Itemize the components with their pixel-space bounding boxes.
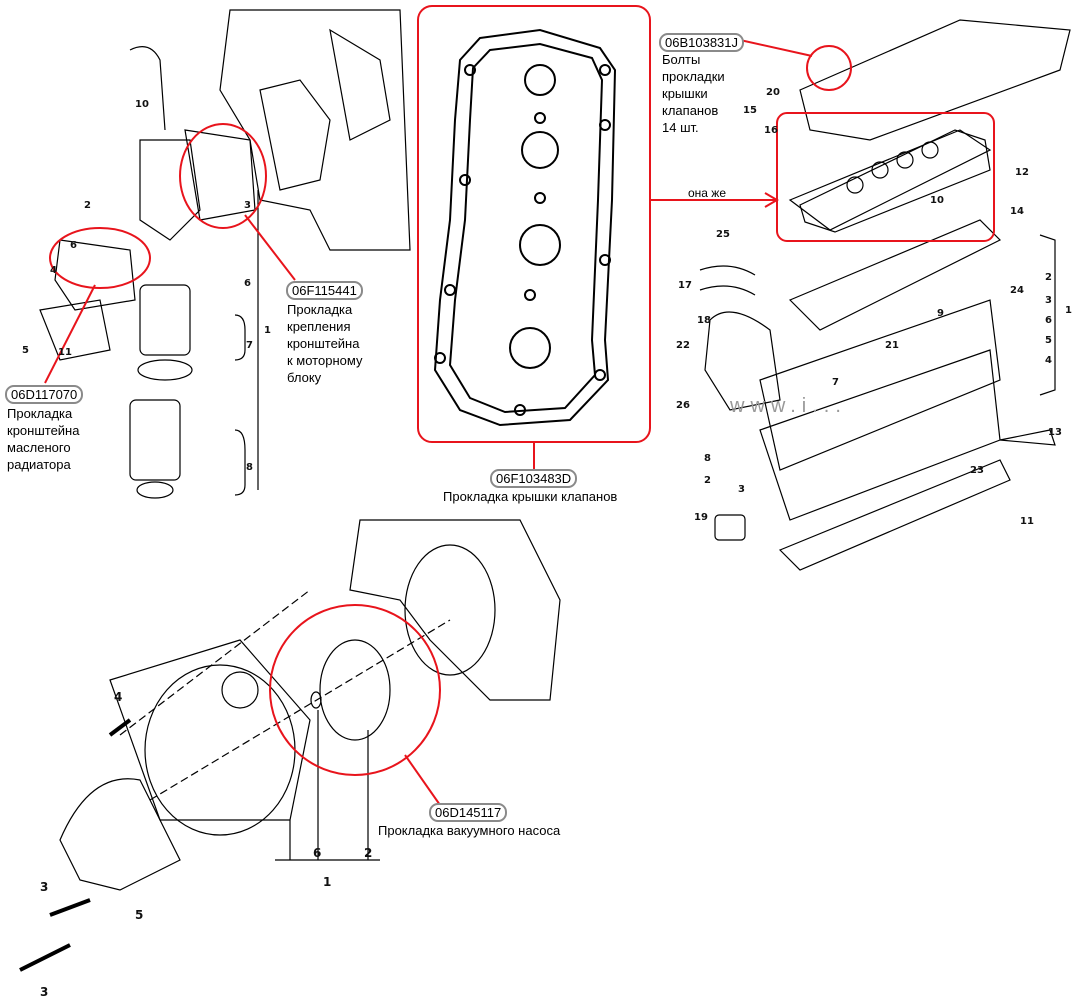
callout: 18 [697, 315, 711, 326]
desc-line: Прокладка [7, 406, 73, 421]
cylinder-head-drawing [699, 19, 1071, 571]
callout: 12 [1015, 167, 1029, 178]
callout: 5 [135, 908, 144, 922]
callout: 16 [764, 125, 778, 136]
oil-cooler-gasket-circle [49, 227, 151, 289]
callout: 2 [704, 475, 711, 486]
desc-line: крепления [287, 319, 351, 334]
callout: 5 [22, 345, 29, 356]
part-number-06D145117[interactable]: 06D145117 [429, 803, 508, 822]
part-number-06B103831J[interactable]: 06B103831J [659, 33, 745, 52]
callout: 21 [885, 340, 899, 351]
callout: 11 [1020, 516, 1034, 527]
callout: 1 [323, 875, 332, 889]
desc-line: 14 шт. [662, 120, 699, 135]
callout: 14 [1010, 206, 1024, 217]
callout: 13 [1048, 427, 1062, 438]
callout: 6 [244, 278, 251, 289]
callout: 2 [84, 200, 91, 211]
callout: 20 [766, 87, 780, 98]
callout: 25 [716, 229, 730, 240]
callout: 5 [1045, 335, 1052, 346]
highlights [44, 5, 995, 806]
desc-line: клапанов [662, 103, 719, 118]
callout: 3 [40, 880, 49, 894]
valve-cover-target-frame [776, 112, 995, 242]
desc-line: масленого [7, 440, 71, 455]
callout: 17 [678, 280, 692, 291]
callout: 10 [135, 99, 149, 110]
callout: 3 [40, 985, 49, 999]
desc-line: блоку [287, 370, 322, 385]
callout: 24 [1010, 285, 1024, 296]
desc-line: Прокладка [287, 302, 353, 317]
part-number-06F103483D[interactable]: 06F103483D [490, 469, 578, 488]
vacuum-pump-description: Прокладка вакуумного насоса [378, 823, 561, 838]
oil-filter-assembly-drawing [39, 9, 411, 499]
desc-line: радиатора [7, 457, 71, 472]
valve-cover-gasket-drawing [433, 28, 617, 427]
gasket-16-outline [799, 129, 991, 233]
valve-cover-description: Прокладка крышки клапанов [443, 489, 618, 504]
same-part-note: она же [688, 186, 727, 200]
desc-line: к моторному [287, 353, 363, 368]
callout: 19 [694, 512, 708, 523]
desc-line: кронштейна [7, 423, 80, 438]
callout: 26 [676, 400, 690, 411]
part-number-06F115441[interactable]: 06F115441 [286, 281, 363, 300]
vacuum-pump-gasket-circle [269, 604, 441, 776]
callout: 3 [244, 200, 251, 211]
part-number-06D117070[interactable]: 06D117070 [5, 385, 84, 404]
callout: 4 [50, 265, 57, 276]
callout: 1 [1065, 305, 1072, 316]
desc-line: кронштейна [287, 336, 360, 351]
watermark: www.i... [730, 395, 847, 417]
callout: 7 [246, 340, 253, 351]
bolt-highlight-circle [806, 45, 852, 91]
callout: 8 [246, 462, 253, 473]
callout: 9 [937, 308, 944, 319]
desc-line: Болты [662, 52, 701, 67]
callout: 3 [738, 484, 745, 495]
bracket-gasket-circle [179, 123, 267, 229]
callout: 1 [264, 325, 271, 336]
bracket-block-description: Прокладка крепления кронштейна к моторному б… [287, 301, 362, 386]
callout: 4 [114, 690, 123, 704]
valve-bolts-description: Болты прокладки крышки клапанов 14 шт. [662, 51, 725, 136]
callout: 7 [832, 377, 839, 388]
callout: 2 [364, 846, 373, 860]
desc-line: прокладки [662, 69, 725, 84]
oil-cooler-description: Прокладка кронштейна масленого радиатора [7, 405, 79, 473]
callout: 11 [58, 347, 72, 358]
callout: 8 [704, 453, 711, 464]
callout: 6 [70, 240, 77, 251]
callout: 22 [676, 340, 690, 351]
callout: 6 [1045, 315, 1052, 326]
callout: 6 [313, 846, 322, 860]
vacuum-pump-drawing [19, 519, 561, 972]
callout: 2 [1045, 272, 1052, 283]
callout: 10 [930, 195, 944, 206]
callout: 4 [1045, 355, 1052, 366]
desc-line: крышки [662, 86, 708, 101]
callout: 15 [743, 105, 757, 116]
callout: 23 [970, 465, 984, 476]
callout: 3 [1045, 295, 1052, 306]
